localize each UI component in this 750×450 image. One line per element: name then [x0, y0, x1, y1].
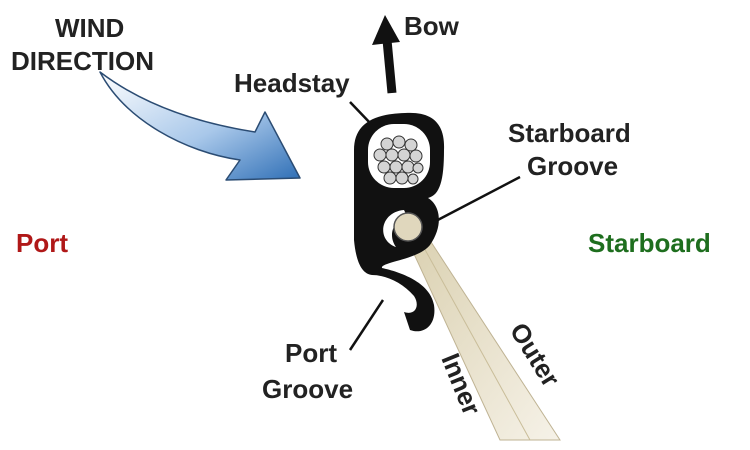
starboard-label: Starboard: [588, 228, 711, 258]
headstay-leader: [349, 101, 373, 126]
port-groove-label-line2: Groove: [262, 374, 353, 404]
port-groove-label-line1: Port: [285, 338, 337, 368]
port-label: Port: [16, 228, 68, 258]
wind-direction-label-line1: WIND: [55, 13, 124, 43]
wind-arrow-icon: [99, 71, 301, 181]
port-groove-leader: [348, 299, 385, 351]
luff-rope: [393, 212, 423, 242]
starboard-groove-leader: [431, 175, 521, 225]
starboard-groove-label-line1: Starboard: [508, 118, 631, 148]
starboard-groove-label-line2: Groove: [527, 151, 618, 181]
bow-label: Bow: [404, 11, 460, 41]
headstay-cable: [373, 135, 424, 185]
headstay-label: Headstay: [234, 68, 350, 98]
up-arrow-icon: [372, 15, 400, 94]
leader-lines: [348, 101, 521, 351]
wind-direction-label-line2: DIRECTION: [11, 46, 154, 76]
